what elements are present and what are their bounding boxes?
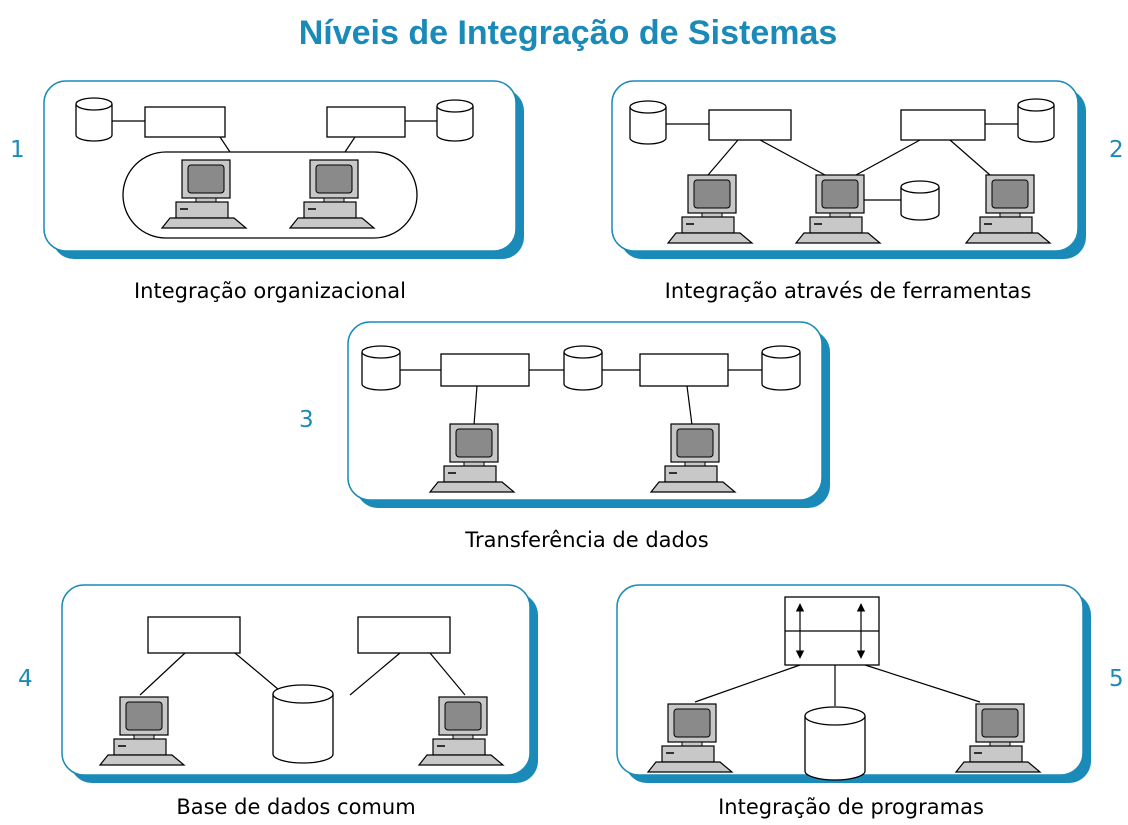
- database-icon: [436, 99, 474, 142]
- process-box: [440, 353, 530, 387]
- database-icon: [563, 345, 603, 391]
- panel-1-caption: Integração organizacional: [134, 279, 406, 303]
- panel-1: [43, 80, 524, 259]
- database-icon: [272, 684, 334, 764]
- process-box: [147, 616, 241, 654]
- panel-4-caption: Base de dados comum: [176, 795, 415, 819]
- process-box: [144, 106, 226, 138]
- database-icon: [629, 100, 667, 145]
- database-icon: [804, 706, 866, 781]
- panel-3: [347, 321, 830, 508]
- process-box: [900, 109, 986, 141]
- panel-1-number: 1: [10, 137, 25, 163]
- database-icon: [1017, 98, 1055, 143]
- panel-2-number: 2: [1109, 137, 1124, 163]
- panel-5-caption: Integração de programas: [718, 795, 984, 819]
- panel-4-number: 4: [18, 666, 33, 692]
- panel-3-caption: Transferência de dados: [464, 528, 708, 552]
- panel-2: [611, 80, 1086, 259]
- panel-4: [61, 584, 538, 783]
- panel-2-caption: Integração através de ferramentas: [665, 279, 1032, 303]
- organization-boundary: [122, 151, 418, 239]
- program-integration-box: [784, 596, 880, 666]
- database-icon: [900, 180, 940, 221]
- database-icon: [75, 97, 113, 142]
- database-icon: [761, 345, 801, 391]
- process-box: [708, 109, 792, 141]
- page-title: Níveis de Integração de Sistemas: [299, 14, 838, 52]
- panel-5-number: 5: [1109, 666, 1124, 692]
- process-box: [357, 616, 451, 654]
- process-box: [326, 106, 406, 138]
- process-box: [639, 353, 729, 387]
- panel-5: [616, 584, 1091, 783]
- database-icon: [361, 345, 401, 391]
- panel-3-number: 3: [299, 407, 314, 433]
